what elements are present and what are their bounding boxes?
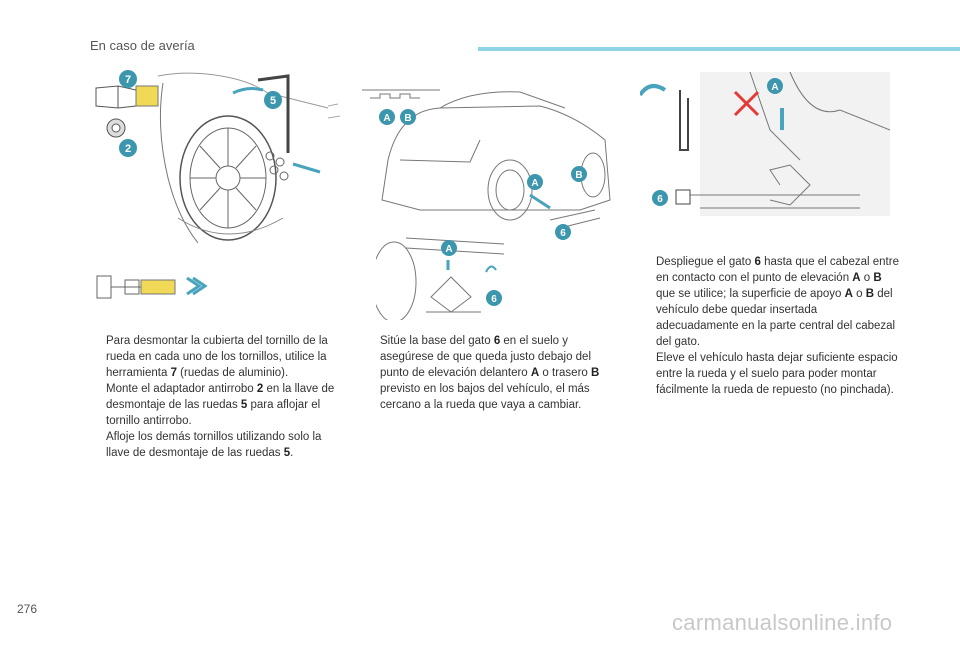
instruction-text: o trasero — [539, 367, 591, 379]
reference-label: 7 — [170, 367, 177, 379]
instruction-item: Sitúe la base del gato 6 en el suelo y a… — [362, 333, 618, 413]
instruction-text: o — [852, 288, 866, 300]
section-header-bar — [478, 47, 960, 51]
svg-text:A: A — [383, 113, 390, 124]
reference-label: B — [873, 272, 882, 284]
reference-label: A — [844, 288, 853, 300]
reference-label: A — [852, 272, 861, 284]
instruction-text: en la llave de desmontaje de las ruedas — [106, 383, 335, 411]
svg-text:B: B — [404, 113, 411, 124]
instruction-text: (ruedas de aluminio). — [176, 367, 289, 379]
callout-6-badge-jack-small: 6 — [486, 290, 502, 306]
reference-label: B — [591, 367, 600, 379]
callout-2-badge: 2 — [119, 139, 137, 157]
svg-text:A: A — [531, 178, 538, 189]
instruction-text: Despliegue el gato — [656, 256, 755, 268]
svg-text:7: 7 — [125, 74, 131, 86]
instruction-text: . — [290, 447, 294, 459]
svg-text:2: 2 — [125, 143, 131, 155]
callout-A-badge-jack-small: A — [441, 240, 457, 256]
instruction-text: Monte el adaptador antirrobo — [106, 383, 257, 395]
svg-text:A: A — [771, 82, 778, 93]
callout-A-badge-top: A — [379, 109, 395, 125]
instruction-text: Eleve el vehículo hasta dejar suficiente… — [656, 352, 898, 396]
antitheft-adapter-illustration — [95, 266, 225, 308]
car-lifting-points-illustration: A B A B 6 — [360, 70, 615, 242]
callout-6-badge-car: 6 — [555, 224, 571, 240]
instruction-text: hasta que el cabezal entre en contacto c… — [656, 256, 899, 284]
callout-B-badge-rear: B — [571, 166, 587, 182]
column-2: Sitúe la base del gato 6 en el suelo y a… — [362, 333, 618, 413]
callout-5-badge: 5 — [264, 91, 282, 109]
svg-text:5: 5 — [270, 95, 276, 107]
callout-6-badge-jack-big: 6 — [652, 190, 668, 206]
svg-text:6: 6 — [560, 228, 566, 239]
instruction-text: que se utilice; la superficie de apoyo — [656, 288, 845, 300]
wheel-removal-illustration: 7 5 2 — [88, 68, 343, 250]
instruction-item: Monte el adaptador antirrobo 2 en la lla… — [88, 381, 343, 429]
instruction-text: Afloje los demás tornillos utilizando so… — [106, 431, 322, 459]
svg-text:6: 6 — [491, 294, 497, 305]
column-1: Para desmontar la cubierta del tornillo … — [88, 333, 343, 461]
reference-label: B — [865, 288, 875, 300]
callout-7-badge: 7 — [119, 70, 137, 88]
svg-text:A: A — [445, 244, 452, 255]
instruction-text: Para desmontar la cubierta del tornillo … — [106, 335, 328, 379]
instruction-text: en el suelo y asegúrese de que queda jus… — [380, 335, 592, 379]
jack-deploy-illustration: A 6 — [640, 70, 892, 216]
instruction-item: Afloje los demás tornillos utilizando so… — [88, 429, 343, 461]
instruction-text: previsto en los bajos del vehículo, el m… — [380, 383, 590, 411]
reference-label: 5 — [240, 399, 248, 411]
instruction-text: Sitúe la base del gato — [380, 335, 494, 347]
section-header-title: En caso de avería — [90, 38, 195, 53]
reference-label: 6 — [493, 335, 501, 347]
svg-text:6: 6 — [657, 194, 663, 205]
callout-B-badge-top: B — [400, 109, 416, 125]
instruction-item: Despliegue el gato 6 hasta que el cabeza… — [638, 254, 900, 350]
instruction-item: Eleve el vehículo hasta dejar suficiente… — [638, 350, 900, 398]
column-3: Despliegue el gato 6 hasta que el cabeza… — [638, 254, 900, 398]
watermark: carmanualsonline.info — [672, 610, 893, 635]
page-number: 276 — [17, 602, 38, 616]
instruction-item: Para desmontar la cubierta del tornillo … — [88, 333, 343, 381]
callout-A-badge-front: A — [527, 174, 543, 190]
jack-placement-illustration: A 6 — [376, 232, 506, 320]
reference-label: A — [530, 367, 540, 379]
instruction-text: para aflojar el tornillo antirrobo. — [106, 399, 321, 427]
reference-label: 2 — [256, 383, 264, 395]
callout-A-badge-jack-big: A — [767, 78, 783, 94]
svg-text:B: B — [575, 170, 582, 181]
reference-label: 5 — [283, 447, 291, 459]
instruction-text: del vehículo debe quedar insertada adecu… — [656, 288, 896, 348]
reference-label: 6 — [754, 256, 761, 268]
instruction-text: o — [860, 272, 874, 284]
